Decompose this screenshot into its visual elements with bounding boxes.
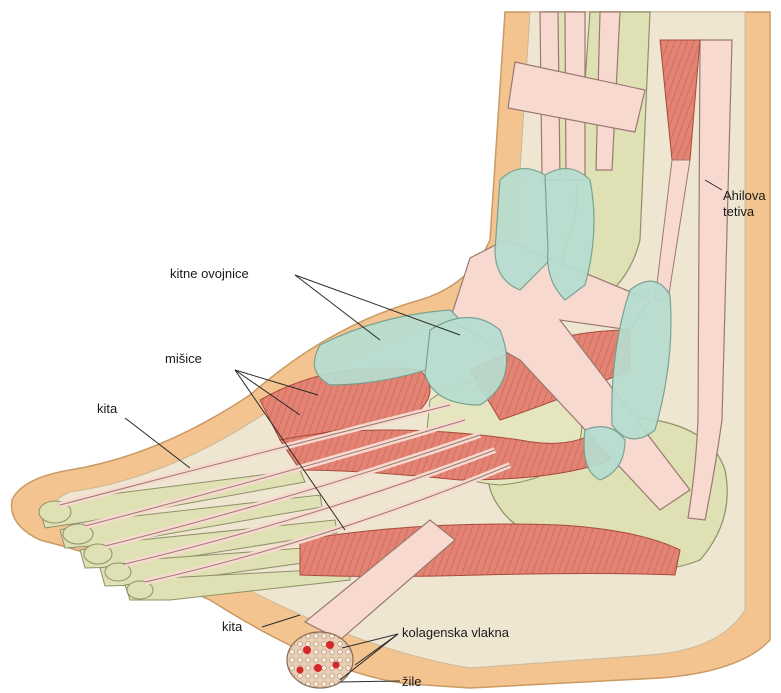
label-tendon-lower: kita (222, 619, 243, 634)
tendon-cross-section (287, 632, 353, 688)
label-muscles: mišice (165, 351, 202, 366)
label-collagen-fibers: kolagenska vlakna (402, 625, 510, 640)
plantar-muscle (300, 524, 680, 577)
label-tendon-sheaths: kitne ovojnice (170, 266, 249, 281)
label-tendon-upper: kita (97, 401, 118, 416)
label-achilles-line2: tetiva (723, 204, 755, 219)
label-achilles-line1: Ahilova (723, 188, 766, 203)
label-vessels: žile (402, 674, 422, 689)
